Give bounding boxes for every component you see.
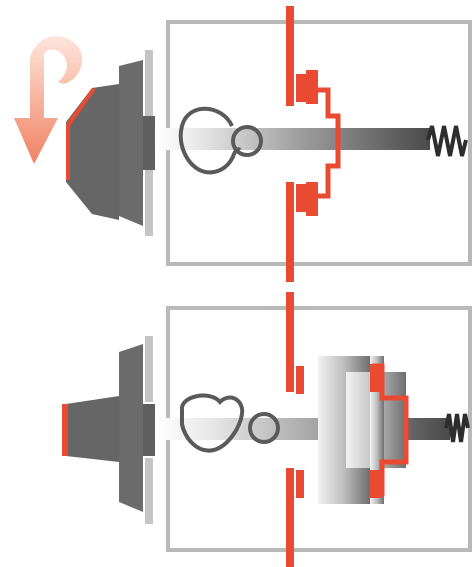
- top-cam-follower: [231, 125, 263, 157]
- rotation-arrow-icon: [14, 36, 83, 164]
- bottom-hub-pad-lower: [370, 470, 382, 498]
- top-brake-rod-lower: [286, 182, 294, 282]
- bottom-knob-cap: [66, 396, 119, 462]
- bottom-hub-pad-upper: [370, 364, 382, 392]
- top-knob-red-edge: [66, 88, 96, 180]
- top-brake-rod-upper: [286, 6, 294, 106]
- bottom-knob-red-edge: [62, 404, 68, 456]
- bottom-brake-rod-upper: [286, 292, 294, 392]
- bottom-brake-rod-lower: [286, 468, 294, 567]
- top-brake-pad-2: [306, 70, 318, 104]
- top-brake-pad-3: [296, 184, 306, 212]
- top-knob-base: [119, 60, 143, 226]
- bottom-mount-plate-upper: [145, 336, 153, 402]
- bottom-knob-base: [119, 344, 143, 512]
- top-mount-plate-upper: [145, 50, 153, 116]
- bottom-spring: [444, 413, 470, 443]
- bottom-knob-neck: [143, 404, 155, 456]
- bottom-cam-follower: [248, 412, 280, 444]
- top-knob-neck: [143, 116, 155, 170]
- bottom-panel: [62, 292, 472, 567]
- bottom-hub: [318, 356, 406, 504]
- top-brake-pad-4: [306, 182, 318, 216]
- top-hub-outline: [318, 87, 341, 199]
- top-mount-plate-lower: [145, 170, 153, 236]
- top-shaft: [155, 128, 430, 150]
- top-knob-cap: [66, 84, 119, 220]
- bottom-cam: [180, 393, 245, 453]
- top-brake-pad-1: [296, 74, 306, 102]
- top-panel: [14, 6, 472, 282]
- bottom-brake-pad-1: [296, 366, 304, 394]
- spring-icon: [426, 125, 468, 157]
- bottom-mount-plate-lower: [145, 458, 153, 524]
- bottom-brake-pad-2: [296, 470, 304, 498]
